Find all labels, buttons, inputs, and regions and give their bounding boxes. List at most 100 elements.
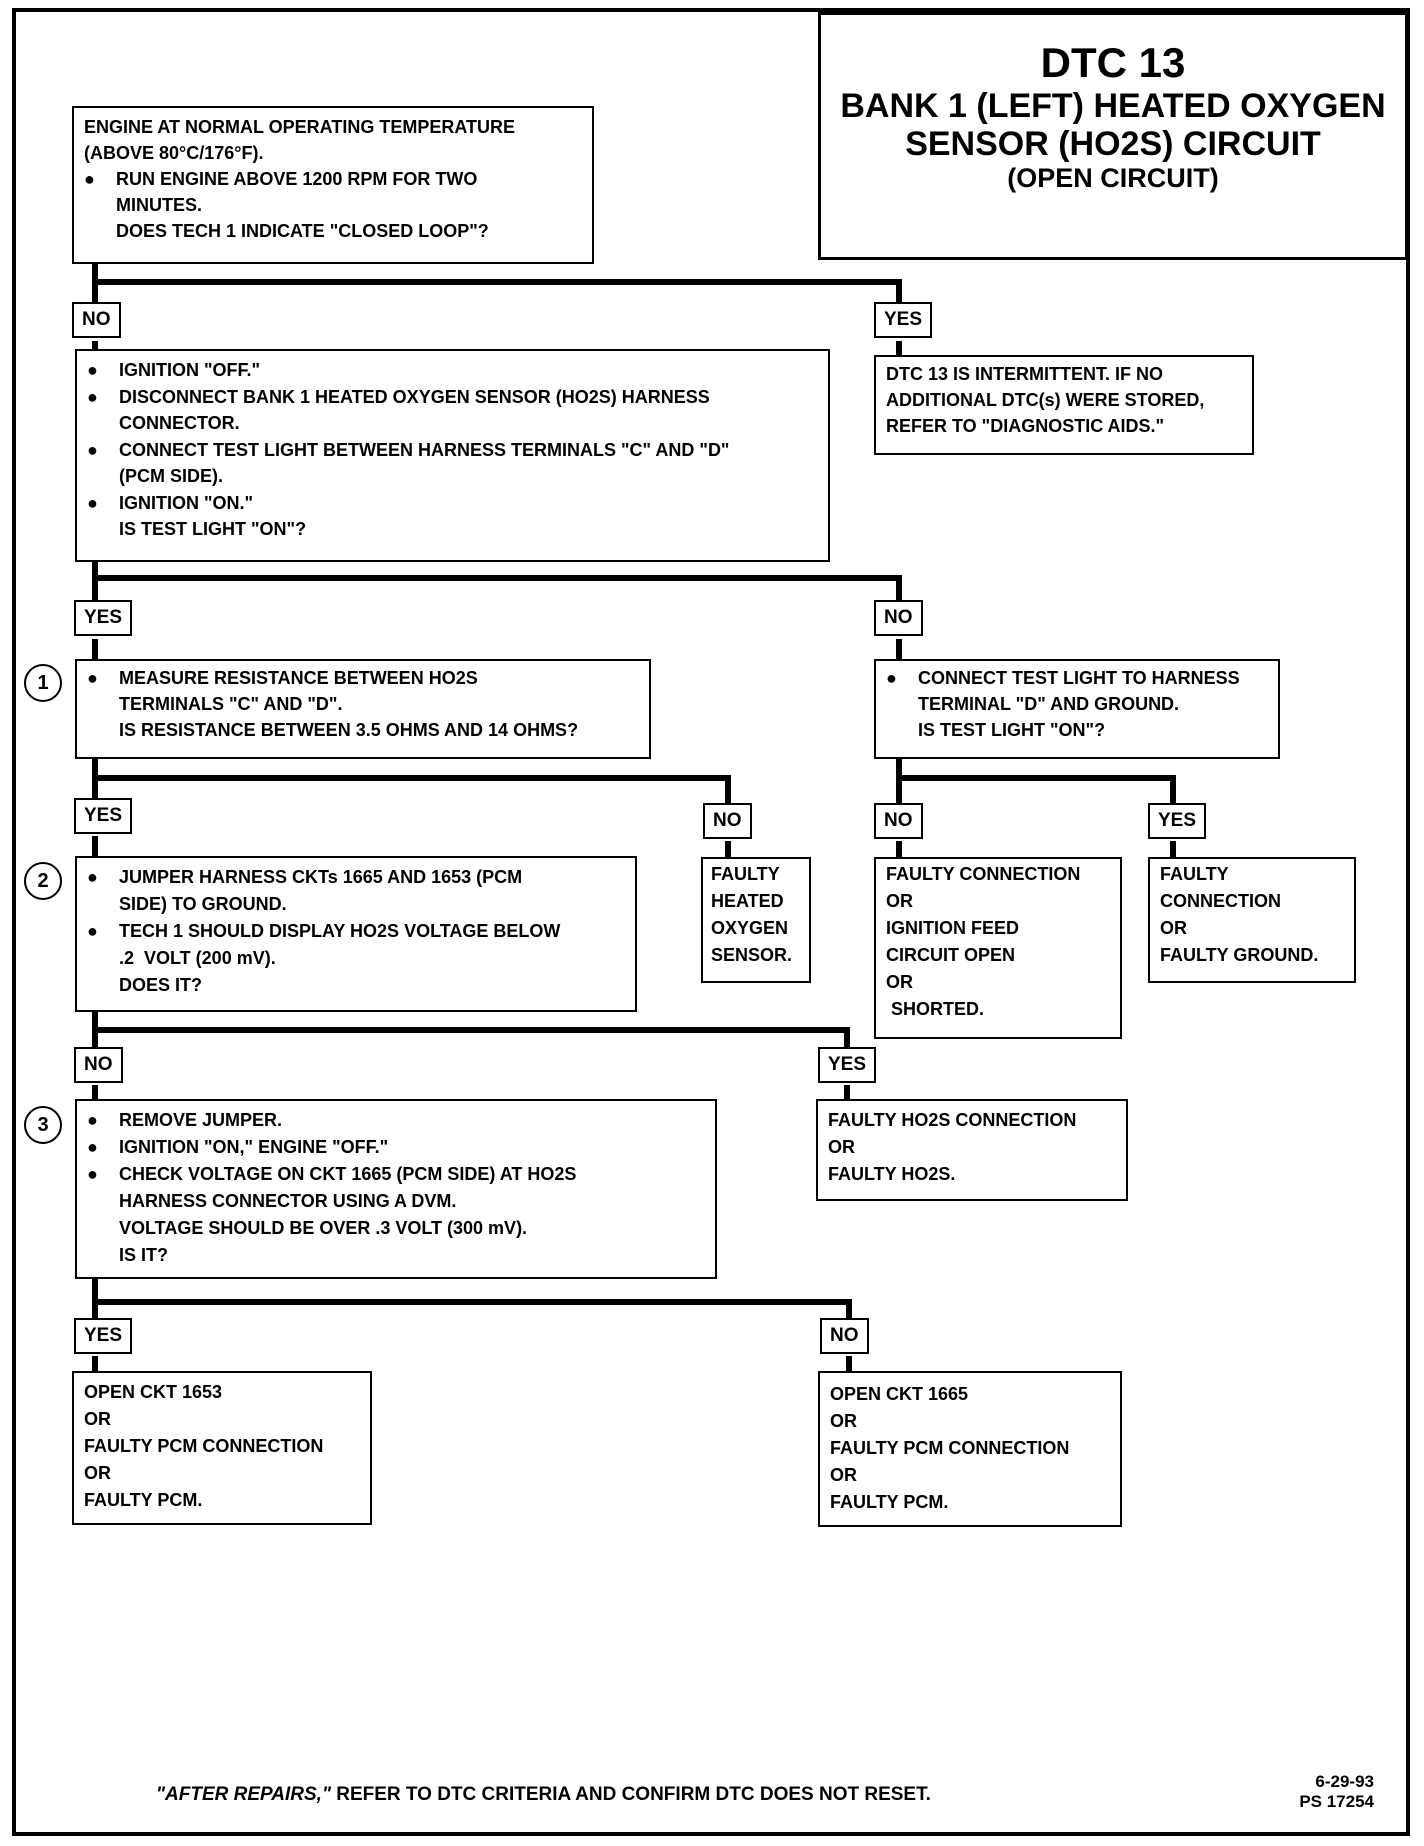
o1653-l1: OPEN CKT 1653	[84, 1382, 223, 1402]
after-repairs-note: "AFTER REPAIRS," REFER TO DTC CRITERIA A…	[156, 1784, 931, 1806]
faulty-ground-box: FAULTY CONNECTION OR FAULTY GROUND.	[1148, 857, 1356, 983]
o1665-l1: OPEN CKT 1665	[830, 1384, 969, 1404]
faulty-sensor-l1: FAULTY	[711, 864, 780, 884]
step-3-box: ● REMOVE JUMPER. ● IGNITION "ON," ENGINE "…	[75, 1099, 717, 1279]
step-1-box: ● MEASURE RESISTANCE BETWEEN HO2S TERMINA…	[75, 659, 651, 759]
open-1665-box: OPEN CKT 1665 OR FAULTY PCM CONNECTION O…	[818, 1371, 1122, 1527]
faulty-ho2s-box: FAULTY HO2S CONNECTION OR FAULTY HO2S.	[816, 1099, 1128, 1201]
start-line-2: (ABOVE 80°C/176°F).	[84, 143, 264, 163]
step-1-marker: 1	[24, 664, 62, 702]
fh-l1: FAULTY HO2S CONNECTION	[828, 1110, 1077, 1130]
footer-date: 6-29-93	[1315, 1772, 1374, 1791]
step1-b1c: TERMINALS "C" AND "D".	[119, 694, 343, 714]
step-3-marker: 3	[24, 1106, 62, 1144]
tag-yes-closed-loop: YES	[874, 302, 933, 338]
bullet-icon: ●	[886, 668, 897, 688]
ign-b2: DISCONNECT BANK 1 HEATED OXYGEN SENSOR (…	[119, 386, 710, 407]
ign-question: IS TEST LIGHT "ON"?	[119, 519, 307, 539]
faulty-ignition-box: FAULTY CONNECTION OR IGNITION FEED CIRCU…	[874, 857, 1122, 1039]
start-check-box: ENGINE AT NORMAL OPERATING TEMPERATURE (…	[72, 106, 594, 264]
light-ground-box: ● CONNECT TEST LIGHT TO HARNESS TERMINAL …	[874, 659, 1280, 759]
o1665-l2: OR	[830, 1411, 857, 1431]
step-2-box: ●JUMPER HARNESS CKTs 1665 AND 1653 (PCM …	[75, 856, 637, 1012]
o1653-l2: OR	[84, 1409, 111, 1429]
bullet-icon: ●	[84, 169, 95, 189]
tag-no-resistance: NO	[703, 803, 752, 839]
ign-b2c: CONNECTOR.	[119, 413, 240, 433]
step3-question: IS IT?	[119, 1245, 168, 1265]
faulty-sensor-l3: OXYGEN	[711, 918, 789, 938]
o1665-l4: OR	[830, 1465, 857, 1485]
o1665-l3: FAULTY PCM CONNECTION	[830, 1438, 1070, 1458]
ign-b4: IGNITION "ON."	[119, 492, 254, 513]
ign-b3: CONNECT TEST LIGHT BETWEEN HARNESS TERMI…	[119, 439, 730, 460]
lg-b1: CONNECT TEST LIGHT TO HARNESS	[918, 668, 1240, 688]
fg-l1: FAULTY	[1160, 864, 1229, 884]
after-repairs-emphasis: "AFTER REPAIRS,"	[156, 1784, 331, 1805]
o1665-l5: FAULTY PCM.	[830, 1492, 949, 1512]
dtc-code: DTC 13	[1040, 39, 1186, 86]
ign-b1: IGNITION "OFF."	[119, 360, 261, 380]
intermittent-line-2: ADDITIONAL DTC(s) WERE STORED,	[886, 390, 1205, 410]
intermittent-line-1: DTC 13 IS INTERMITTENT. IF NO	[886, 364, 1164, 384]
title-line-3: (OPEN CIRCUIT)	[1007, 163, 1219, 193]
title-box: DTC 13 BANK 1 (LEFT) HEATED OXYGEN SENSO…	[818, 12, 1408, 260]
step-2-marker: 2	[24, 862, 62, 900]
ignition-test-box: ● IGNITION "OFF." ● DISCONNECT BANK 1 HEAT…	[75, 349, 830, 562]
faulty-sensor-l2: HEATED	[711, 891, 784, 911]
tag-yes-test-light: YES	[74, 600, 133, 636]
fg-l3: OR	[1160, 918, 1187, 938]
title-line-2: SENSOR (HO2S) CIRCUIT	[905, 125, 1321, 163]
bullet-icon: ●	[87, 386, 98, 407]
start-bullet-cont: MINUTES.	[116, 195, 203, 215]
tag-yes-voltage-over: YES	[74, 1318, 133, 1354]
open-1653-box: OPEN CKT 1653 OR FAULTY PCM CONNECTION O…	[72, 1371, 372, 1525]
fi-l5: OR	[886, 972, 913, 992]
start-bullet: RUN ENGINE ABOVE 1200 RPM FOR TWO	[116, 169, 478, 189]
footer-ps: PS 17254	[1299, 1792, 1374, 1811]
bullet-icon: ●	[87, 439, 98, 460]
page-frame	[12, 8, 1410, 1836]
faulty-sensor-box: FAULTY HEATED OXYGEN SENSOR.	[701, 857, 811, 983]
tag-no-test-light: NO	[874, 600, 923, 636]
step2-b1: JUMPER HARNESS CKTs 1665 AND 1653 (PCM	[119, 867, 523, 887]
fi-l6: SHORTED.	[886, 999, 985, 1019]
step1-b1: MEASURE RESISTANCE BETWEEN HO2S	[119, 668, 478, 688]
bullet-icon: ●	[87, 492, 98, 513]
intermittent-line-3: REFER TO "DIAGNOSTIC AIDS."	[886, 416, 1165, 436]
after-repairs-text: REFER TO DTC CRITERIA AND CONFIRM DTC DO…	[330, 1784, 931, 1805]
o1653-l5: FAULTY PCM.	[84, 1490, 203, 1510]
step2-b2c: .2 VOLT (200 mV).	[119, 948, 276, 968]
bullet-icon: ●	[87, 1164, 98, 1184]
lg-b1c: TERMINAL "D" AND GROUND.	[918, 694, 1180, 714]
intermittent-box: DTC 13 IS INTERMITTENT. IF NO ADDITIONAL…	[874, 355, 1254, 455]
fh-l3: FAULTY HO2S.	[828, 1164, 956, 1184]
step3-b1: REMOVE JUMPER.	[119, 1110, 283, 1130]
fg-l2: CONNECTION	[1160, 891, 1281, 911]
o1653-l4: OR	[84, 1463, 111, 1483]
fg-l4: FAULTY GROUND.	[1160, 945, 1319, 965]
step2-b1c: SIDE) TO GROUND.	[119, 894, 287, 914]
lg-question: IS TEST LIGHT "ON"?	[918, 720, 1106, 740]
bullet-icon: ●	[87, 360, 98, 380]
bullet-icon: ●	[87, 668, 98, 688]
faulty-sensor-l4: SENSOR.	[711, 945, 793, 965]
bullet-icon: ●	[87, 1137, 98, 1157]
fi-l1: FAULTY CONNECTION	[886, 864, 1081, 884]
title-line-1: BANK 1 (LEFT) HEATED OXYGEN	[840, 87, 1386, 125]
fi-l3: IGNITION FEED	[886, 918, 1020, 938]
start-line-1: ENGINE AT NORMAL OPERATING TEMPERATURE	[84, 117, 516, 137]
fh-l2: OR	[828, 1137, 855, 1157]
step3-b3: CHECK VOLTAGE ON CKT 1665 (PCM SIDE) AT …	[119, 1164, 577, 1184]
step3-b3c: HARNESS CONNECTOR USING A DVM.	[119, 1191, 457, 1211]
step3-b2: IGNITION "ON," ENGINE "OFF."	[119, 1137, 389, 1157]
step3-b3d: VOLTAGE SHOULD BE OVER .3 VOLT (300 mV).	[119, 1218, 528, 1238]
bullet-icon: ●	[87, 921, 98, 941]
tag-no-voltage-over: NO	[820, 1318, 869, 1354]
tag-yes-light-ground: YES	[1148, 803, 1207, 839]
step1-question: IS RESISTANCE BETWEEN 3.5 OHMS AND 14 OH…	[119, 720, 579, 740]
start-question: DOES TECH 1 INDICATE "CLOSED LOOP"?	[116, 221, 489, 241]
bullet-icon: ●	[87, 1110, 98, 1130]
fi-l2: OR	[886, 891, 913, 911]
